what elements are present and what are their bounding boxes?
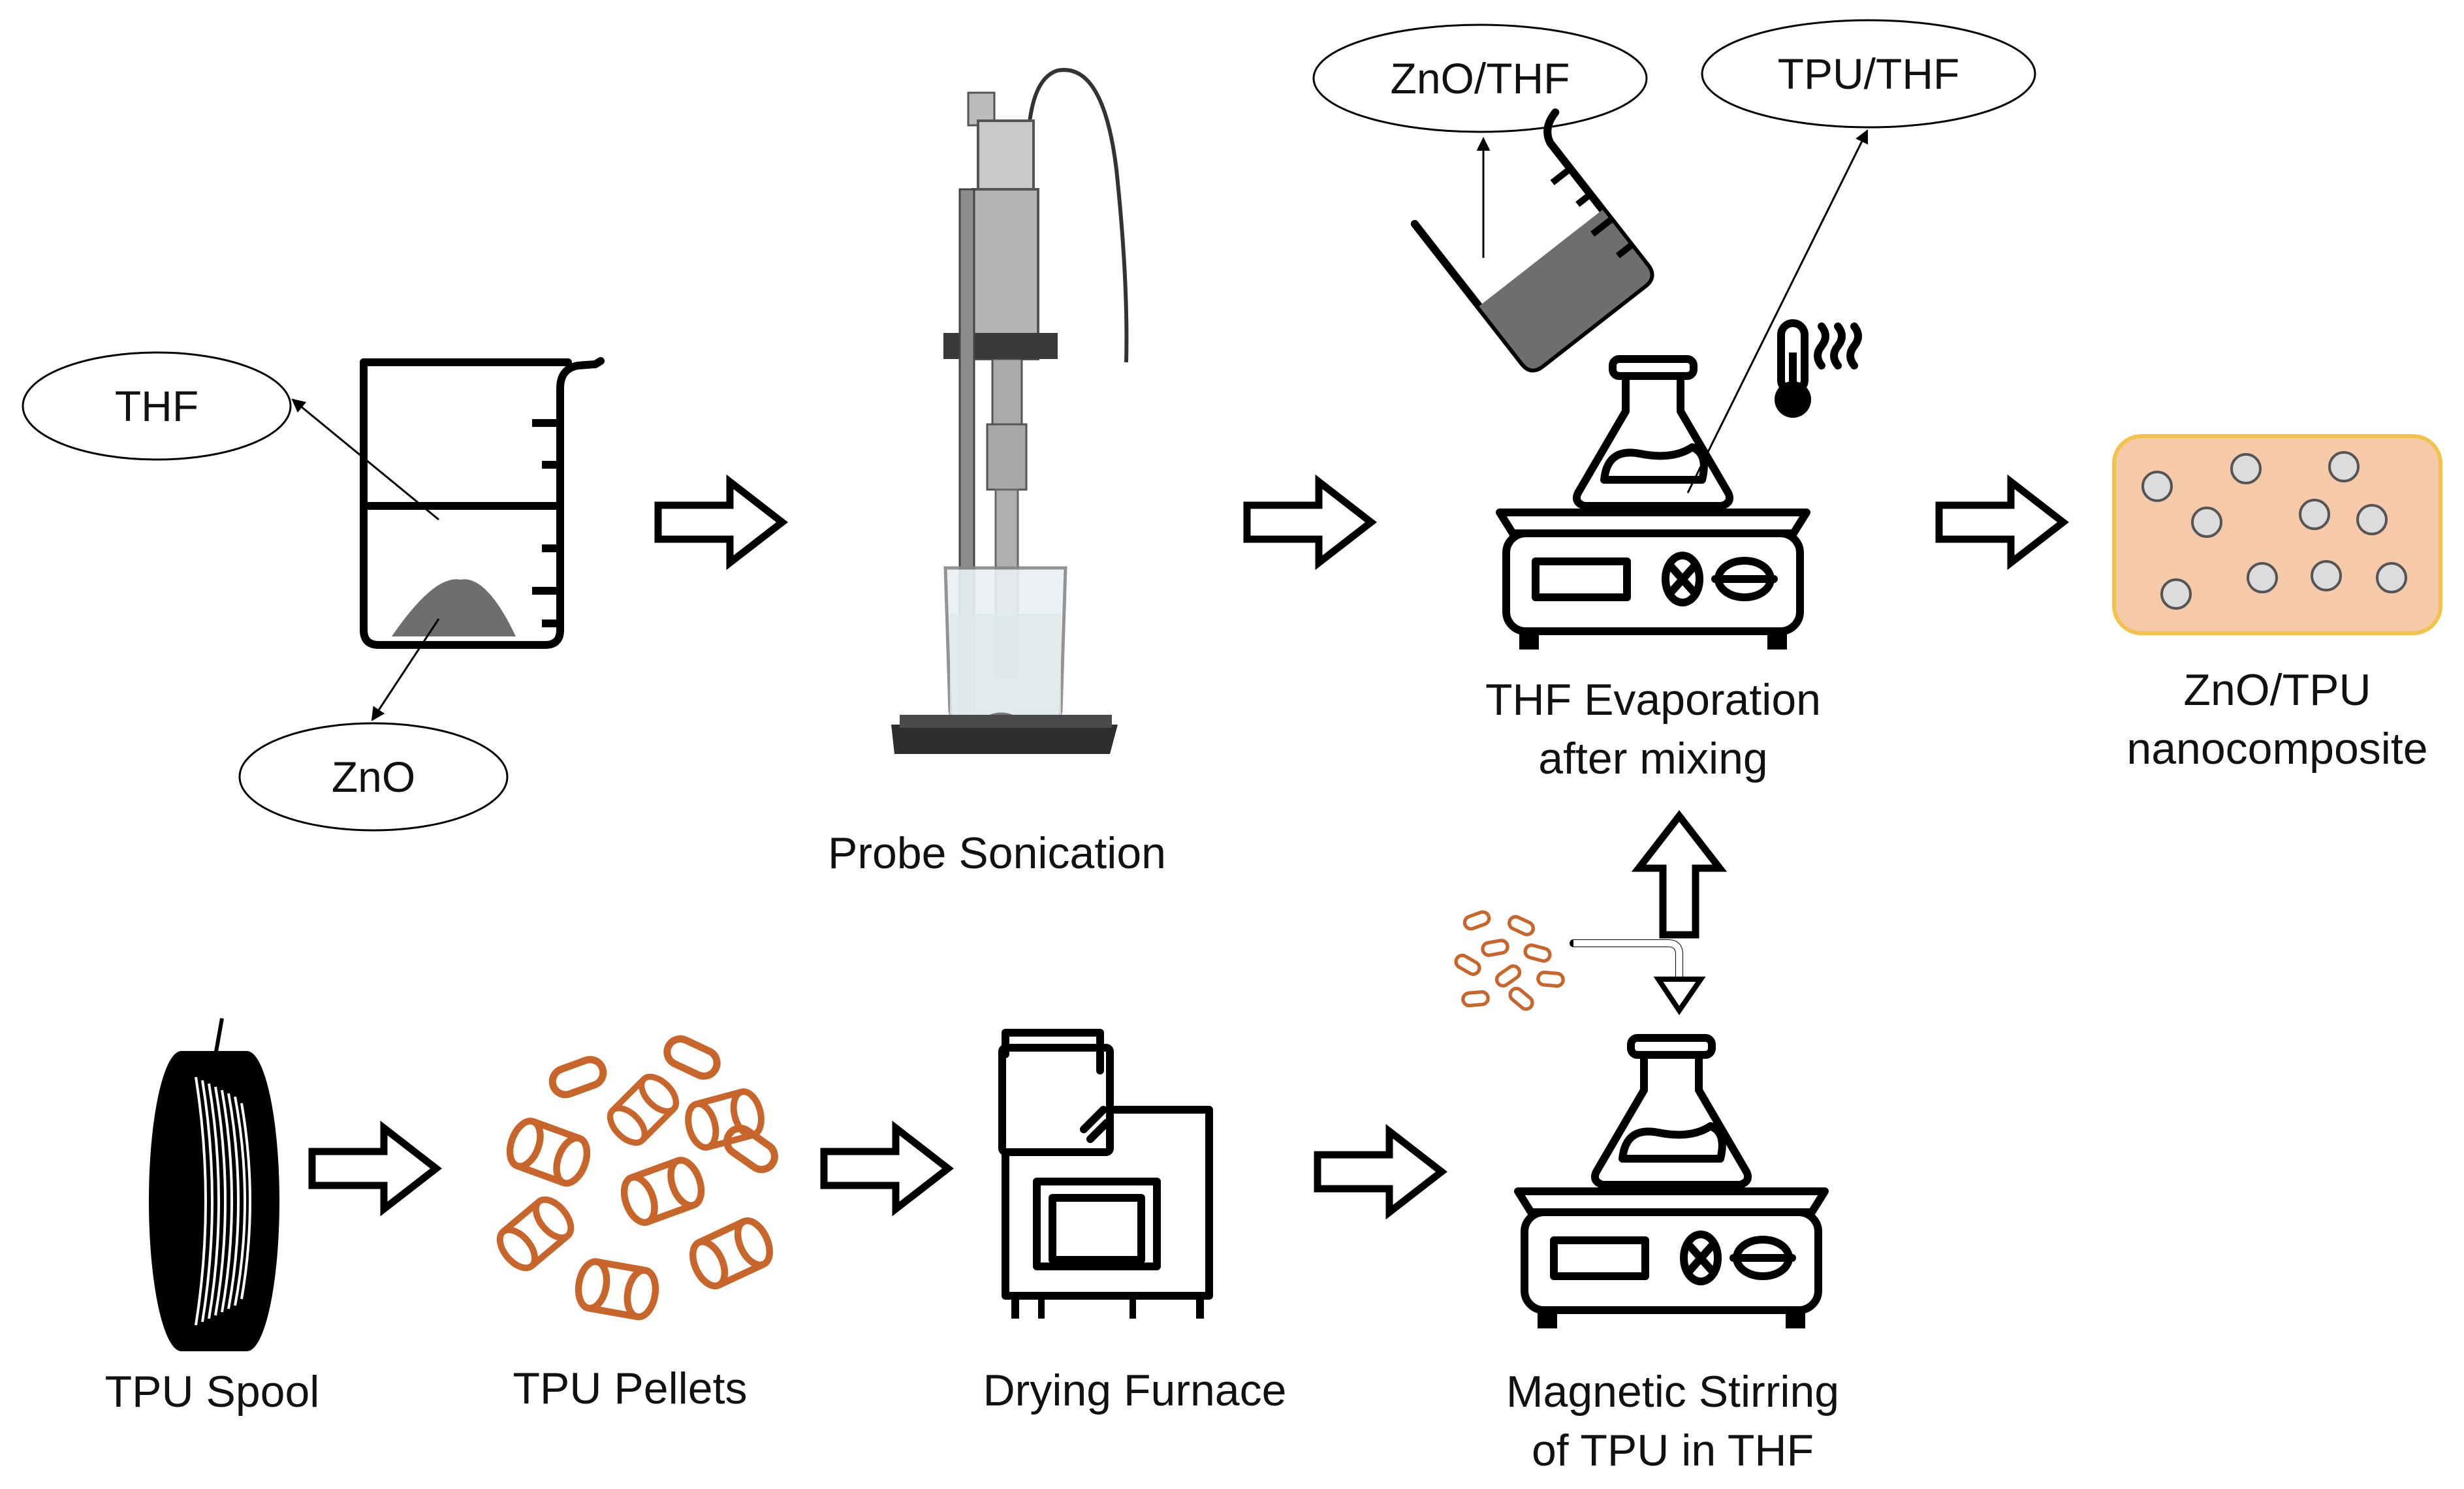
zno-label: ZnO xyxy=(332,753,415,801)
drying-furnace-label: Drying Furnace xyxy=(983,1366,1287,1415)
tilted-beaker-icon xyxy=(1410,108,1654,373)
nanocomposite-icon xyxy=(2112,434,2442,635)
arrow-spool-to-pellets xyxy=(312,1128,436,1209)
arrow-beaker-to-sonication xyxy=(658,482,782,563)
arrow-pellets-into-stirring xyxy=(1570,939,1706,1016)
nanocomposite-label-line1: ZnO/TPU xyxy=(2183,665,2371,715)
tpu-spool-label: TPU Spool xyxy=(105,1367,320,1417)
arrow-sonication-to-evaporation xyxy=(1247,482,1371,563)
arrow-stirring-to-evaporation xyxy=(1631,810,1728,939)
probe-sonicator-icon xyxy=(891,68,1129,754)
tpu-pellets-label: TPU Pellets xyxy=(513,1364,748,1413)
evaporation-label-line2: after mixing xyxy=(1538,734,1767,783)
hotplate-evaporation-icon xyxy=(1500,359,1807,650)
arrow-furnace-to-stirring xyxy=(1318,1131,1442,1212)
thf-label: THF xyxy=(115,382,198,430)
zno-thf-callout: ZnO/THF xyxy=(1312,24,1648,133)
nanocomposite-label-line2: nanocomposite xyxy=(2126,724,2427,774)
zno-thf-label: ZnO/THF xyxy=(1391,54,1570,102)
tpu-thf-callout: TPU/THF xyxy=(1701,19,2036,129)
stirring-label-line1: Magnetic Stirring xyxy=(1506,1367,1839,1417)
furnace-icon xyxy=(998,1029,1213,1319)
hotplate-stirring-icon xyxy=(1518,1038,1825,1328)
zno-callout: ZnO xyxy=(238,618,509,832)
spool-icon xyxy=(149,1018,279,1351)
thf-callout: THF xyxy=(22,351,439,521)
thermometer-icon xyxy=(1775,319,1862,418)
tpu-thf-label: TPU/THF xyxy=(1778,50,1960,98)
pellets-icon xyxy=(493,1035,780,1319)
probe-sonication-label: Probe Sonication xyxy=(828,828,1166,878)
small-pellets-icon xyxy=(1454,910,1564,1011)
beaker-icon xyxy=(360,357,605,649)
stirring-label-line2: of TPU in THF xyxy=(1532,1426,1814,1475)
evaporation-label-line1: THF Evaporation xyxy=(1485,675,1821,725)
arrow-pellets-to-furnace xyxy=(824,1128,948,1209)
arrow-evaporation-to-composite xyxy=(1939,482,2063,563)
